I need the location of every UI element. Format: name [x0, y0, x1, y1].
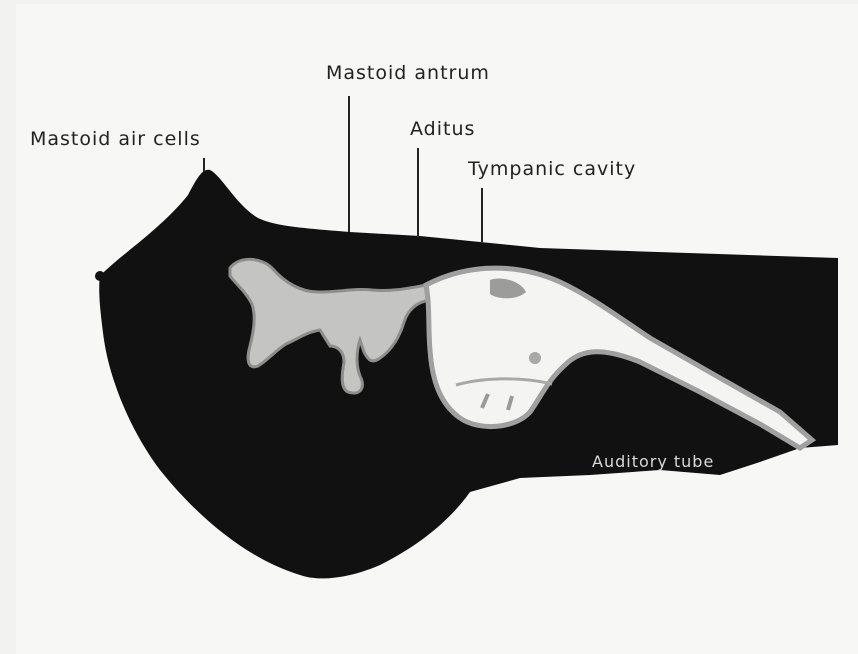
edge-dot — [95, 271, 105, 281]
small-process — [529, 352, 541, 364]
label-tympanic-cavity: Tympanic cavity — [468, 158, 636, 180]
label-mastoid-air-cells: Mastoid air cells — [30, 128, 201, 150]
label-aditus: Aditus — [410, 118, 475, 140]
label-mastoid-antrum: Mastoid antrum — [326, 62, 490, 84]
label-auditory-tube: Auditory tube — [592, 452, 714, 471]
